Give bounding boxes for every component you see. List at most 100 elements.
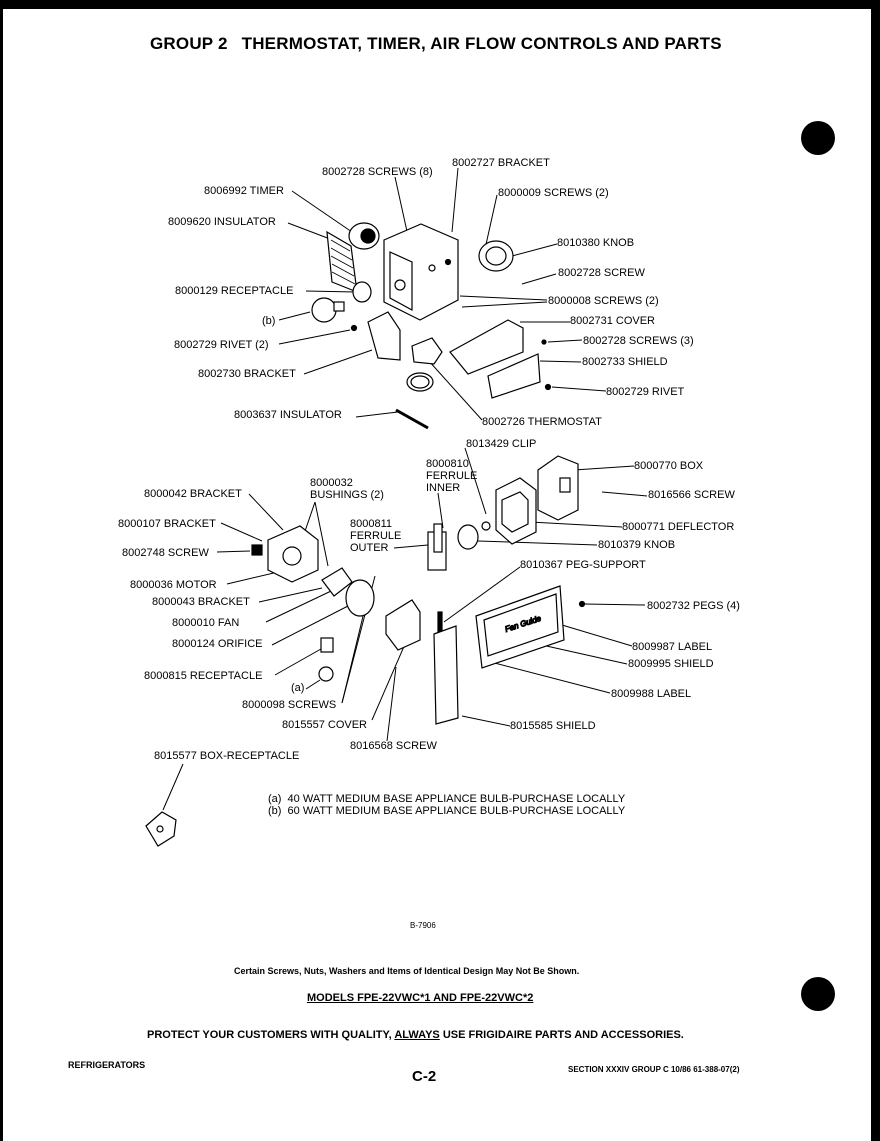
- label-screws-8002728-8: 8002728 SCREWS (8): [322, 166, 433, 178]
- punch-hole-bottom: [801, 977, 835, 1011]
- label-knob-8010380: 8010380 KNOB: [557, 237, 634, 249]
- label-box-receptacle: 8015577 BOX-RECEPTACLE: [154, 750, 299, 762]
- label-bracket-8000043: 8000043 BRACKET: [152, 596, 250, 608]
- group-title: THERMOSTAT, TIMER, AIR FLOW CONTROLS AND…: [241, 34, 722, 53]
- label-ferrule-outer-1: 8000811: [350, 518, 392, 530]
- receptacle-8000815-part: [320, 637, 334, 653]
- label-bulb-b: (b): [262, 315, 275, 327]
- label-shield-8009995: 8009995 SHIELD: [628, 658, 714, 670]
- protect-post: USE FRIGIDAIRE PARTS AND ACCESSORIES.: [442, 1029, 684, 1041]
- bulb-notes: (a) 40 WATT MEDIUM BASE APPLIANCE BULB-P…: [268, 793, 625, 817]
- punch-hole-top: [801, 121, 835, 155]
- label-shield-8002733: 8002733 SHIELD: [582, 356, 668, 368]
- page-number: C-2: [412, 1068, 437, 1085]
- top-callouts: 8002728 SCREWS (8) 8002727 BRACKET 80069…: [168, 157, 694, 428]
- right-border: [871, 0, 880, 1141]
- label-ferrule-inner-3: INNER: [426, 482, 460, 494]
- label-knob-8010379: 8010379 KNOB: [598, 539, 675, 551]
- bottom-assembly-parts: Fan Guide: [145, 455, 586, 847]
- fan-part: [321, 567, 353, 597]
- insulator-8003637-part: [395, 408, 429, 430]
- ferrule-inner-part: [433, 523, 443, 553]
- footer-section: SECTION XXXIV GROUP C 10/86 61-388-07(2): [568, 1065, 740, 1074]
- label-screw-8016568: 8016568 SCREW: [350, 740, 437, 752]
- bulb-b-base: [333, 301, 345, 312]
- clip-part: [481, 521, 491, 531]
- screw-part: [541, 339, 547, 345]
- label-bushings-2: BUSHINGS (2): [310, 489, 384, 501]
- motor-hub: [282, 546, 302, 566]
- rivet-part-2: [544, 383, 552, 391]
- label-thermostat: 8002726 THERMOSTAT: [482, 416, 602, 428]
- cover-8002731-part: [449, 319, 524, 375]
- label-bulb-a: (a): [291, 682, 304, 694]
- label-shield-8015585: 8015585 SHIELD: [510, 720, 596, 732]
- label-insulator-8009620: 8009620 INSULATOR: [168, 216, 276, 228]
- bracket-hole-2: [428, 264, 436, 272]
- label-label-8009988: 8009988 LABEL: [611, 688, 691, 700]
- protect-always: ALWAYS: [394, 1029, 440, 1041]
- shield-8015585-part: [433, 625, 459, 725]
- receptacle-8000129-part: [352, 281, 372, 303]
- label-bracket-8000042: 8000042 BRACKET: [144, 488, 242, 500]
- box-window: [559, 477, 571, 493]
- label-screws-8002728-3: 8002728 SCREWS (3): [583, 335, 694, 347]
- note-b: (b) 60 WATT MEDIUM BASE APPLIANCE BULB-P…: [268, 805, 626, 817]
- label-orifice: 8000124 ORIFICE: [172, 638, 263, 650]
- shield-8002733-part: [487, 353, 541, 399]
- label-motor: 8000036 MOTOR: [130, 579, 217, 591]
- figure-id: B-7906: [410, 921, 436, 930]
- left-border: [0, 0, 3, 1141]
- label-cover-8015557: 8015557 COVER: [282, 719, 367, 731]
- models-line: MODELS FPE-22VWC*1 AND FPE-22VWC*2: [307, 992, 534, 1004]
- label-bracket-8000107: 8000107 BRACKET: [118, 518, 216, 530]
- label-rivet-8002729: 8002729 RIVET: [606, 386, 685, 398]
- bracket-hole: [394, 279, 406, 291]
- label-receptacle-8000815: 8000815 RECEPTACLE: [144, 670, 262, 682]
- label-peg-support: 8010367 PEG-SUPPORT: [520, 559, 646, 571]
- label-8009987-part: [483, 593, 559, 657]
- timer-hub: [360, 228, 376, 244]
- label-screws-8000008: 8000008 SCREWS (2): [548, 295, 659, 307]
- page-title: GROUP 2 THERMOSTAT, TIMER, AIR FLOW CONTR…: [150, 34, 722, 54]
- label-label-8009987: 8009987 LABEL: [632, 641, 712, 653]
- bottom-callouts: 8013429 CLIP 8000810 FERRULE INNER 80007…: [118, 438, 740, 762]
- box-8000770-part: [537, 455, 579, 521]
- thermostat-coil-inner: [410, 375, 430, 389]
- group-number: GROUP 2: [150, 34, 228, 53]
- insulator-hatch: [330, 239, 356, 285]
- label-bracket-8002727: 8002727 BRACKET: [452, 157, 550, 169]
- label-receptacle-8000129: 8000129 RECEPTACLE: [175, 285, 293, 297]
- label-cover-8002731: 8002731 COVER: [570, 315, 655, 327]
- label-rivet-8002729-2: 8002729 RIVET (2): [174, 339, 269, 351]
- label-timer: 8006992 TIMER: [204, 185, 284, 197]
- knob-8010379-part: [457, 524, 479, 550]
- label-ferrule-outer-3: OUTER: [350, 542, 389, 554]
- label-pegs: 8002732 PEGS (4): [647, 600, 740, 612]
- footer-category: REFRIGERATORS: [68, 1060, 146, 1070]
- protect-line: PROTECT YOUR CUSTOMERS WITH QUALITY, ALW…: [147, 1029, 684, 1041]
- note-a: (a) 40 WATT MEDIUM BASE APPLIANCE BULB-P…: [268, 793, 626, 805]
- pegs-part: [578, 600, 586, 608]
- label-bushings-1: 8000032: [310, 477, 353, 489]
- top-assembly-parts: [311, 222, 552, 430]
- deflector-inner: [501, 491, 529, 533]
- protect-pre: PROTECT YOUR CUSTOMERS WITH QUALITY,: [147, 1029, 392, 1041]
- label-fan: 8000010 FAN: [172, 617, 239, 629]
- knob-rim: [485, 246, 507, 266]
- label-insulator-8003637: 8003637 INSULATOR: [234, 409, 342, 421]
- label-screws-8000098: 8000098 SCREWS: [242, 699, 336, 711]
- leader-lines: [162, 167, 648, 811]
- label-screw-8002748: 8002748 SCREW: [122, 547, 209, 559]
- top-border: [0, 0, 880, 9]
- bracket-8002730-part: [367, 311, 401, 361]
- label-clip: 8013429 CLIP: [466, 438, 536, 450]
- label-ferrule-outer-2: FERRULE: [350, 530, 401, 542]
- orifice-part: [345, 579, 375, 617]
- rivet-part: [350, 324, 358, 332]
- label-deflector: 8000771 DEFLECTOR: [622, 521, 734, 533]
- label-bracket-8002730: 8002730 BRACKET: [198, 368, 296, 380]
- label-screws-8000009: 8000009 SCREWS (2): [498, 187, 609, 199]
- disclaimer: Certain Screws, Nuts, Washers and Items …: [234, 966, 580, 976]
